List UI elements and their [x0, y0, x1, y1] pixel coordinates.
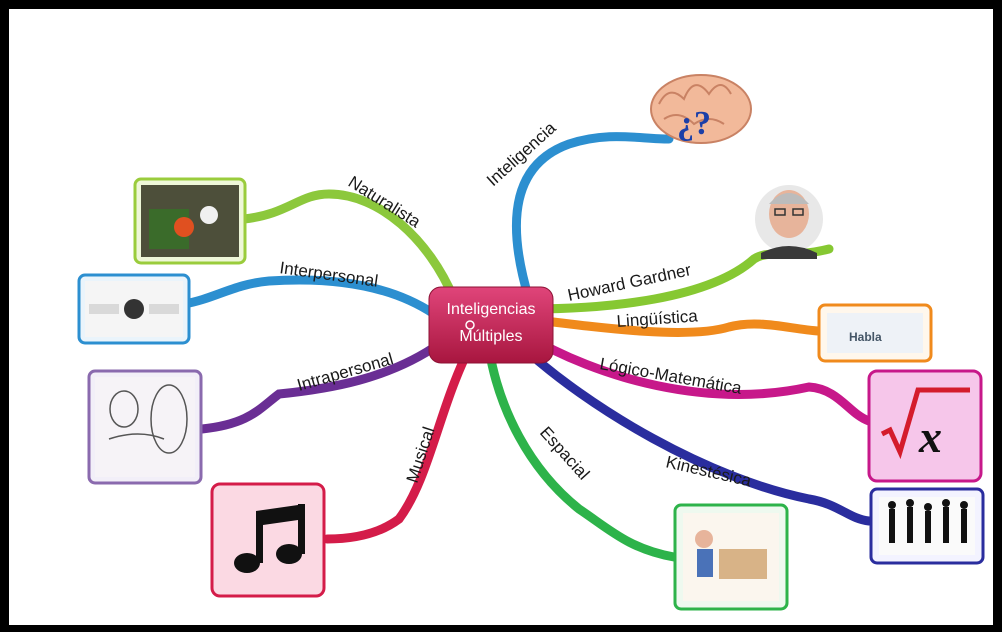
branch-inteligencia	[511, 132, 674, 304]
brain-image: ¿?	[650, 74, 752, 144]
label-kinestesica: Kinestésica	[664, 452, 754, 490]
branch-lines	[179, 132, 874, 562]
espacial-image	[673, 503, 789, 611]
branch-logico-matematica	[519, 329, 874, 426]
dancers-image	[869, 487, 985, 565]
square-root-icon: x	[867, 369, 983, 483]
svg-text:x: x	[918, 411, 942, 462]
label-linguistica: Lingüística	[616, 306, 699, 331]
center-title-line1: Inteligencias	[447, 301, 536, 318]
branch-intrapersonal	[197, 339, 444, 434]
naturalista-photo	[133, 177, 247, 265]
mind-map: Inteligencia Howard Gardner Lingüística …	[77, 74, 985, 611]
branch-espacial	[484, 344, 679, 562]
branch-musical	[322, 344, 474, 544]
linguistica-word-cloud: Habla	[817, 303, 933, 363]
mind-map-canvas: Inteligencia Howard Gardner Lingüística …	[9, 9, 993, 625]
branch-kinestesica	[514, 339, 874, 526]
branch-interpersonal	[179, 275, 439, 319]
intrapersonal-image	[87, 369, 203, 485]
howard-gardner-photo	[755, 185, 823, 259]
label-interpersonal: Interpersonal	[278, 258, 379, 291]
center-node-handle-icon[interactable]	[465, 320, 475, 330]
brain-question-marks: ¿?	[677, 105, 711, 142]
interpersonal-photo	[77, 273, 191, 345]
word-cloud-text: Habla	[849, 330, 882, 344]
branch-naturalista	[239, 189, 459, 304]
center-title-line2: Múltiples	[459, 328, 522, 345]
branch-linguistica	[524, 314, 824, 337]
music-note-icon	[210, 482, 326, 598]
center-node[interactable]: Inteligencias Múltiples	[428, 286, 554, 364]
